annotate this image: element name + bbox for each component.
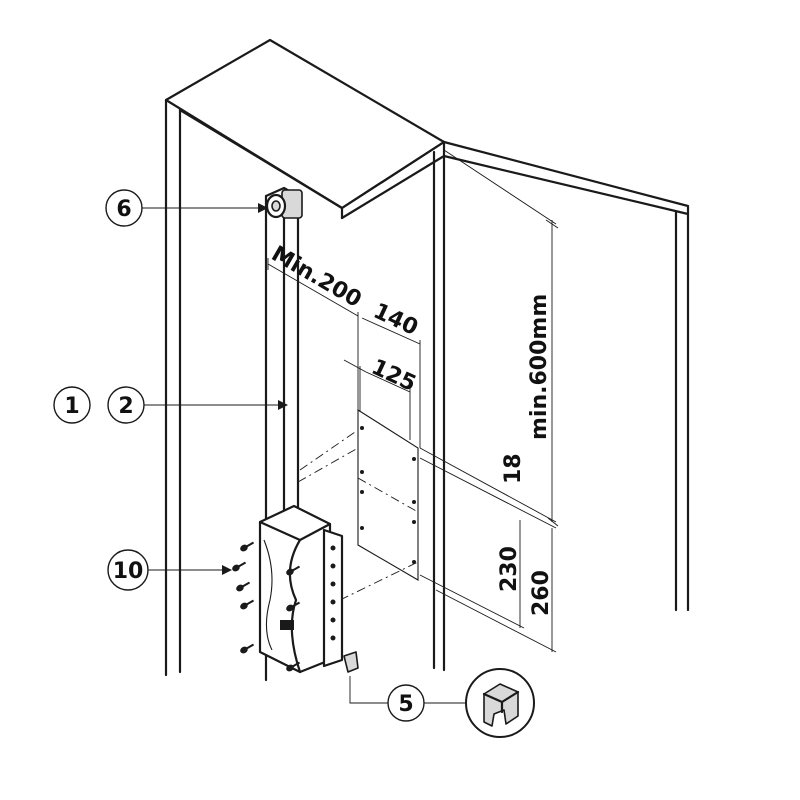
screw-icon [240,643,255,654]
screw-icon [240,541,255,552]
bracket-hole [330,617,336,623]
callout-5: 5 [349,676,466,722]
bracket-hole [330,581,336,587]
plate-hole [412,500,416,504]
dim-ext [419,447,557,523]
top-panel-front [340,140,446,220]
screw-icon [286,565,301,576]
plate-hole [360,490,364,494]
plate-hole [360,426,364,430]
callout-label: 2 [118,394,133,419]
callout-label: 5 [398,692,413,717]
plate-hole [412,520,416,524]
callout-10: 10 [107,549,232,591]
dim-label-18: 18 [501,453,526,484]
dim-label-260: 260 [529,570,554,616]
callout-label: 10 [113,559,144,584]
bottom-clip [343,651,359,673]
leader-arrow [222,565,232,575]
lift-housing [258,504,359,674]
plate-hole [360,470,364,474]
screw-icon [232,561,247,572]
bracket-hole [330,545,336,551]
bracket-hole [330,563,336,569]
plate-outline [357,409,419,581]
bracket-hole [330,599,336,605]
dim-ext [435,589,557,653]
dim-line-125 [365,371,411,393]
ref-line [297,447,359,483]
leader-arrow [278,400,288,410]
housing-side-curve [263,539,273,651]
ref-line [299,429,359,471]
callout-label: 1 [64,394,79,419]
dim-line-140 [361,317,421,345]
dim-label-230: 230 [497,546,522,592]
screw-icon [286,601,301,612]
dim-label-125: 125 [367,355,419,397]
plate-hole [412,457,416,461]
right-wall-top [442,140,690,216]
screw-icon [240,599,255,610]
dim-tick [545,219,559,229]
knob-center [271,200,281,212]
callout-2: 2 [107,386,288,424]
top-panel [164,38,446,210]
screw-icon [286,661,301,672]
ref-line [339,561,419,601]
clip-detail-icon [465,668,535,738]
callout-1: 1 [53,386,91,424]
mounting-plate [297,409,419,601]
plate-hole [360,526,364,530]
callout-6: 6 [105,189,268,227]
housing-front-curve [288,538,302,674]
dim-label-min200: Min.200 [267,242,366,313]
callout-label: 6 [116,197,131,222]
callout-circle [53,386,91,424]
leader-line [349,676,388,704]
dimension-lines [267,149,559,653]
dim-line-min200 [267,263,359,317]
screw-icon [232,541,301,672]
screw-icon [236,581,251,592]
dim-label-min600: min.600mm [527,294,552,440]
dim-tick [343,359,367,373]
bracket-hole [330,635,336,641]
dim-ext [419,574,525,629]
housing-bracket [322,528,344,668]
plate-centerline [357,477,419,513]
rod-knob-icon [265,189,303,219]
dim-ext-top [443,149,557,225]
leader-arrow [258,203,268,213]
brand-label [280,620,294,630]
dim-label-140: 140 [369,299,421,341]
dim-tick [547,517,559,527]
dim-ext [419,457,557,529]
cabinet [164,38,690,677]
